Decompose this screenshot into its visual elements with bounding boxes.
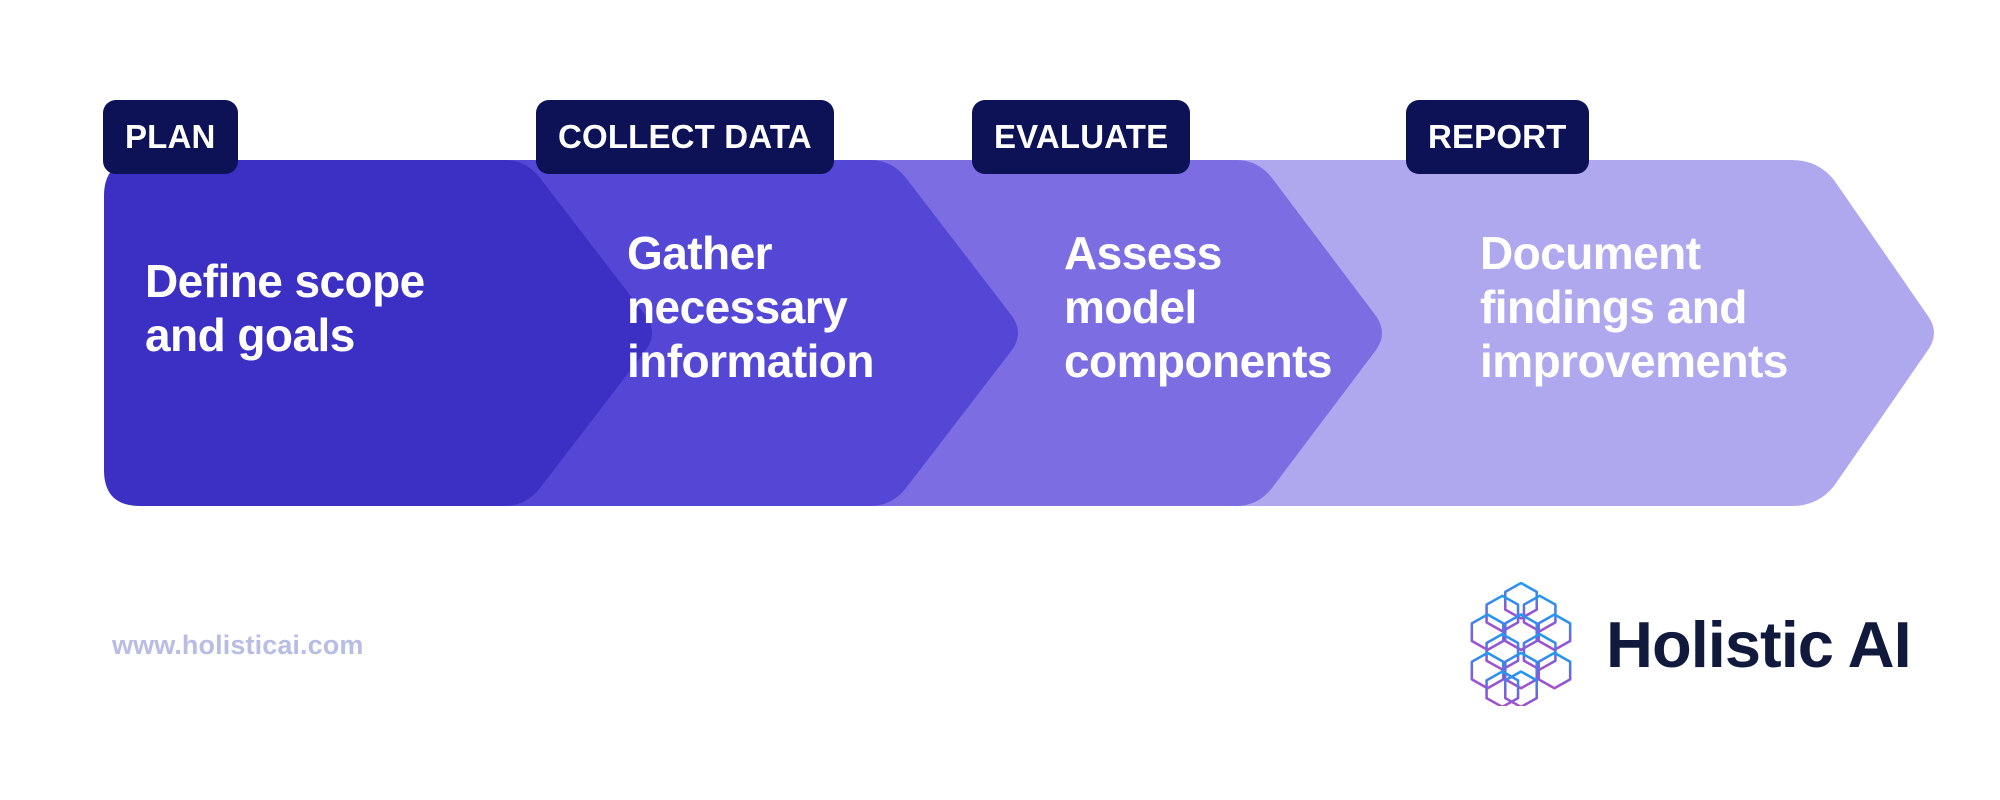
chevron-shape-3	[866, 160, 1382, 506]
website-url[interactable]: www.holisticai.com	[112, 630, 364, 660]
stage-label-text-1: PLAN	[125, 118, 216, 155]
stage-label-text-3: EVALUATE	[994, 118, 1169, 155]
chevron-shape-4	[1232, 160, 1934, 506]
stage-label-badge-collect-data[interactable]: COLLECT DATA	[536, 100, 834, 174]
stage-label-text-2: COLLECT DATA	[558, 118, 812, 155]
chevron-shape-2	[500, 160, 1018, 506]
brand-name: Holistic AI	[1606, 607, 1912, 681]
chevron-shape-1	[104, 160, 652, 506]
brand-lockup: Holistic AI	[1462, 582, 1912, 706]
process-flow-diagram: Define scope and goals Gather necessary …	[103, 100, 1934, 506]
chevron-shapes	[104, 160, 1934, 506]
stage-label-text-4: REPORT	[1428, 118, 1567, 155]
stage-label-badge-report[interactable]: REPORT	[1406, 100, 1589, 174]
holistic-ai-hexagonal-lattice-icon	[1470, 582, 1572, 706]
stage-label-badge-plan[interactable]: PLAN	[103, 100, 238, 174]
stage-label-badge-evaluate[interactable]: EVALUATE	[972, 100, 1191, 174]
